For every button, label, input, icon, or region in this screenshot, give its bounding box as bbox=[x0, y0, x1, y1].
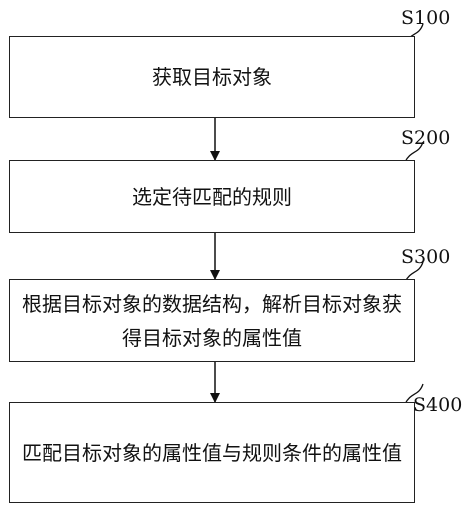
leader-s200 bbox=[404, 141, 424, 163]
step-label-s400: S400 bbox=[413, 394, 463, 416]
step-box-s100: 获取目标对象 bbox=[9, 36, 415, 118]
step-box-s400: 匹配目标对象的属性值与规则条件的属性值 bbox=[9, 402, 415, 503]
step-text-s100: 获取目标对象 bbox=[152, 65, 272, 89]
step-box-s200: 选定待匹配的规则 bbox=[9, 160, 415, 233]
step-box-s300: 根据目标对象的数据结构，解析目标对象获得目标对象的属性值 bbox=[9, 279, 415, 362]
step-text-s300: 根据目标对象的数据结构，解析目标对象获得目标对象的属性值 bbox=[22, 291, 402, 350]
step-text-s200: 选定待匹配的规则 bbox=[132, 184, 292, 209]
step-label-s100: S100 bbox=[401, 7, 451, 29]
step-text-s400: 匹配目标对象的属性值与规则条件的属性值 bbox=[22, 440, 402, 465]
step-label-s200: S200 bbox=[401, 127, 451, 149]
leader-s400 bbox=[404, 383, 424, 405]
step-label-s300: S300 bbox=[401, 246, 451, 268]
